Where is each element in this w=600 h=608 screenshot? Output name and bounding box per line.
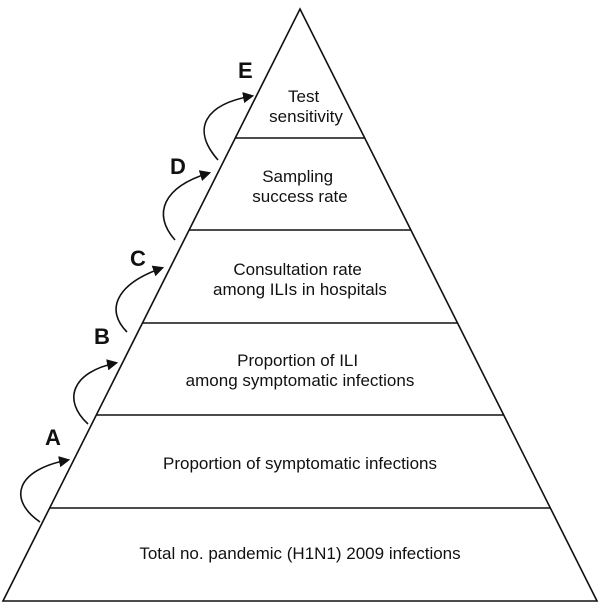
step-arrow-e bbox=[203, 92, 255, 161]
pyramid-outline bbox=[1, 7, 599, 602]
level-label-sampling-success: Sampling success rate bbox=[252, 167, 347, 206]
step-arrow-d bbox=[162, 170, 212, 241]
step-arrow-a bbox=[20, 456, 71, 523]
step-letter-d: D bbox=[170, 154, 186, 179]
step-arrow-c bbox=[115, 265, 165, 333]
step-letter-a: A bbox=[45, 425, 61, 450]
level-label-total-infections: Total no. pandemic (H1N1) 2009 infection… bbox=[139, 544, 460, 563]
step-arrow-b bbox=[73, 359, 119, 425]
step-letter-c: C bbox=[130, 246, 146, 271]
level-label-test-sensitivity: Test sensitivity bbox=[269, 87, 343, 126]
level-label-ili: Proportion of ILI among symptomatic infe… bbox=[186, 351, 415, 390]
step-letter-e: E bbox=[238, 58, 253, 83]
level-label-consultation-rate: Consultation rate among ILIs in hospital… bbox=[213, 260, 387, 299]
step-letter-b: B bbox=[94, 324, 110, 349]
level-label-symptomatic: Proportion of symptomatic infections bbox=[163, 454, 437, 473]
